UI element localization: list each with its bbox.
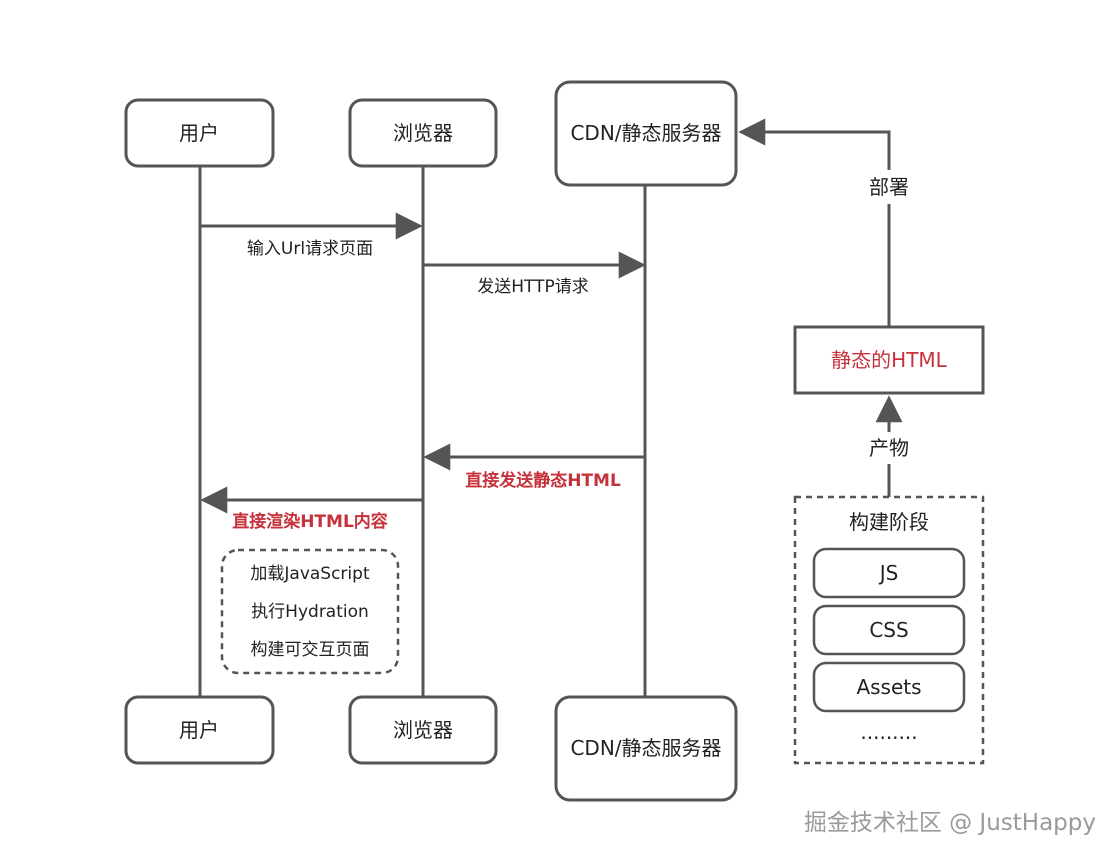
build-item-css: CSS [812, 604, 966, 656]
build-item-assets-label: Assets [856, 675, 921, 699]
actor-cdn-top: CDN/静态服务器 [554, 80, 738, 187]
static-html-label: 静态的HTML [831, 348, 948, 372]
actor-cdn-bottom-label: CDN/静态服务器 [570, 736, 721, 760]
build-item-js-label: JS [878, 561, 899, 585]
hydration-step-execute: 执行Hydration [251, 602, 369, 622]
product-label-bg [858, 432, 920, 464]
watermark: 掘金技术社区 @ JustHappy [804, 810, 1096, 836]
label-render-html: 直接渲染HTML内容 [232, 511, 388, 532]
hydration-step-interactive: 构建可交互页面 [251, 640, 370, 660]
build-item-assets: Assets [812, 661, 966, 713]
product-label: 产物 [869, 436, 909, 460]
build-item-css-label: CSS [869, 618, 908, 642]
build-stage-title: 构建阶段 [849, 510, 929, 534]
actor-browser-bottom: 浏览器 [348, 695, 498, 765]
actor-browser-bottom-label: 浏览器 [393, 718, 453, 742]
arrow-deploy [738, 118, 891, 327]
actor-user-bottom: 用户 [124, 695, 275, 765]
build-item-js: JS [812, 547, 966, 599]
actor-cdn-top-label: CDN/静态服务器 [570, 121, 721, 145]
hydration-note: 加载JavaScript 执行Hydration 构建可交互页面 [220, 548, 400, 675]
actor-user-top-label: 用户 [179, 121, 219, 145]
actor-browser-top: 浏览器 [348, 98, 498, 168]
deploy-label-bg [858, 170, 920, 204]
actor-user-bottom-label: 用户 [179, 718, 219, 742]
actor-cdn-bottom: CDN/静态服务器 [554, 695, 738, 802]
static-html-box: 静态的HTML [793, 325, 985, 395]
label-input-url: 输入Url请求页面 [247, 239, 373, 259]
label-send-http: 发送HTTP请求 [477, 277, 589, 297]
actor-user-top: 用户 [124, 98, 275, 168]
deploy-label: 部署 [869, 175, 909, 199]
build-item-more: ......... [860, 720, 917, 744]
hydration-step-load-js: 加载JavaScript [250, 564, 370, 584]
actor-browser-top-label: 浏览器 [393, 121, 453, 145]
label-send-static-html: 直接发送静态HTML [465, 470, 621, 491]
